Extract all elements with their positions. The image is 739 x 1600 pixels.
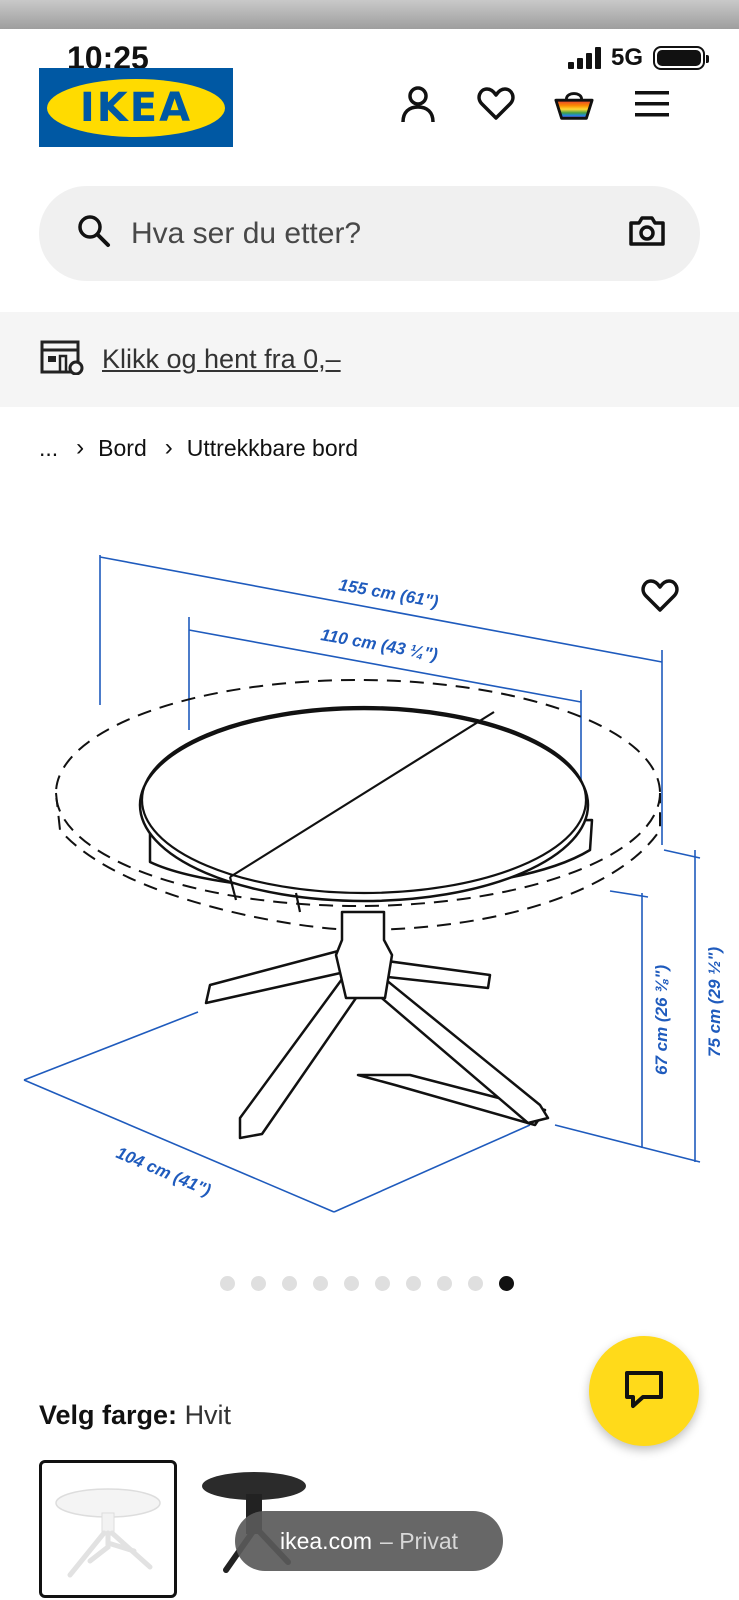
color-label-text: Velg farge:: [39, 1400, 178, 1430]
store-icon: [40, 339, 84, 380]
click-and-collect-link[interactable]: Klikk og hent fra 0,–: [102, 344, 341, 374]
browser-top-edge: [0, 0, 739, 29]
selected-color-value: Hvit: [184, 1400, 232, 1430]
carousel-dot[interactable]: [406, 1276, 421, 1291]
camera-icon[interactable]: [628, 215, 666, 252]
carousel-dot[interactable]: [499, 1276, 514, 1291]
search-input[interactable]: [131, 216, 628, 251]
status-indicators: 5G: [567, 44, 709, 72]
header-actions: [398, 84, 672, 124]
browser-domain: ikea.com: [279, 1527, 373, 1554]
carousel-dot[interactable]: [251, 1276, 266, 1291]
dim-extended-width-label: 155 cm (61"): [337, 575, 440, 611]
chevron-right-icon: ›: [164, 434, 173, 461]
menu-icon[interactable]: [632, 84, 672, 124]
color-option-white[interactable]: [39, 1460, 177, 1598]
carousel-dot[interactable]: [282, 1276, 297, 1291]
add-to-wishlist-heart-icon[interactable]: [636, 572, 684, 620]
breadcrumb-ellipsis[interactable]: ...: [39, 434, 59, 461]
chevron-right-icon: ›: [76, 434, 85, 461]
chat-bubble-icon: [623, 1369, 665, 1414]
wishlist-heart-icon[interactable]: [476, 84, 516, 124]
dim-depth-label: 104 cm (41"): [113, 1143, 213, 1200]
breadcrumb-item-bord[interactable]: Bord: [98, 434, 147, 461]
logo-text: IKEA: [79, 84, 193, 131]
search-bar[interactable]: [39, 186, 700, 281]
ikea-logo[interactable]: IKEA: [39, 68, 233, 147]
white-table-thumbnail: [55, 1488, 161, 1578]
signal-icon: [567, 47, 601, 69]
carousel-dot[interactable]: [220, 1276, 235, 1291]
color-selector-label: Velg farge: Hvit: [39, 1400, 231, 1431]
product-dimension-image[interactable]: 155 cm (61") 110 cm (43 ¼") 104 cm (41")…: [0, 520, 739, 1220]
carousel-dot[interactable]: [375, 1276, 390, 1291]
carousel-dot[interactable]: [344, 1276, 359, 1291]
browser-address-pill[interactable]: ikea.com – Privat: [235, 1511, 503, 1571]
dim-apron-height-label: 67 cm (26 ⅜"): [652, 965, 671, 1075]
carousel-dot[interactable]: [468, 1276, 483, 1291]
carousel-pagination: [220, 1276, 514, 1291]
dim-width-label: 110 cm (43 ¼"): [319, 625, 439, 664]
browser-private-mode: – Privat: [380, 1527, 459, 1554]
shopping-basket-icon[interactable]: [554, 84, 594, 124]
breadcrumb: ... › Bord › Uttrekkbare bord: [39, 434, 358, 462]
network-label: 5G: [610, 44, 643, 71]
account-icon[interactable]: [398, 84, 438, 124]
dim-height-label: 75 cm (29 ½"): [705, 947, 724, 1057]
chat-button[interactable]: [589, 1336, 699, 1446]
carousel-dot[interactable]: [313, 1276, 328, 1291]
carousel-dot[interactable]: [437, 1276, 452, 1291]
battery-icon: [653, 46, 709, 70]
breadcrumb-item-uttrekkbare-bord[interactable]: Uttrekkbare bord: [186, 434, 359, 461]
search-icon: [77, 214, 111, 253]
promo-banner: Klikk og hent fra 0,–: [0, 312, 739, 407]
